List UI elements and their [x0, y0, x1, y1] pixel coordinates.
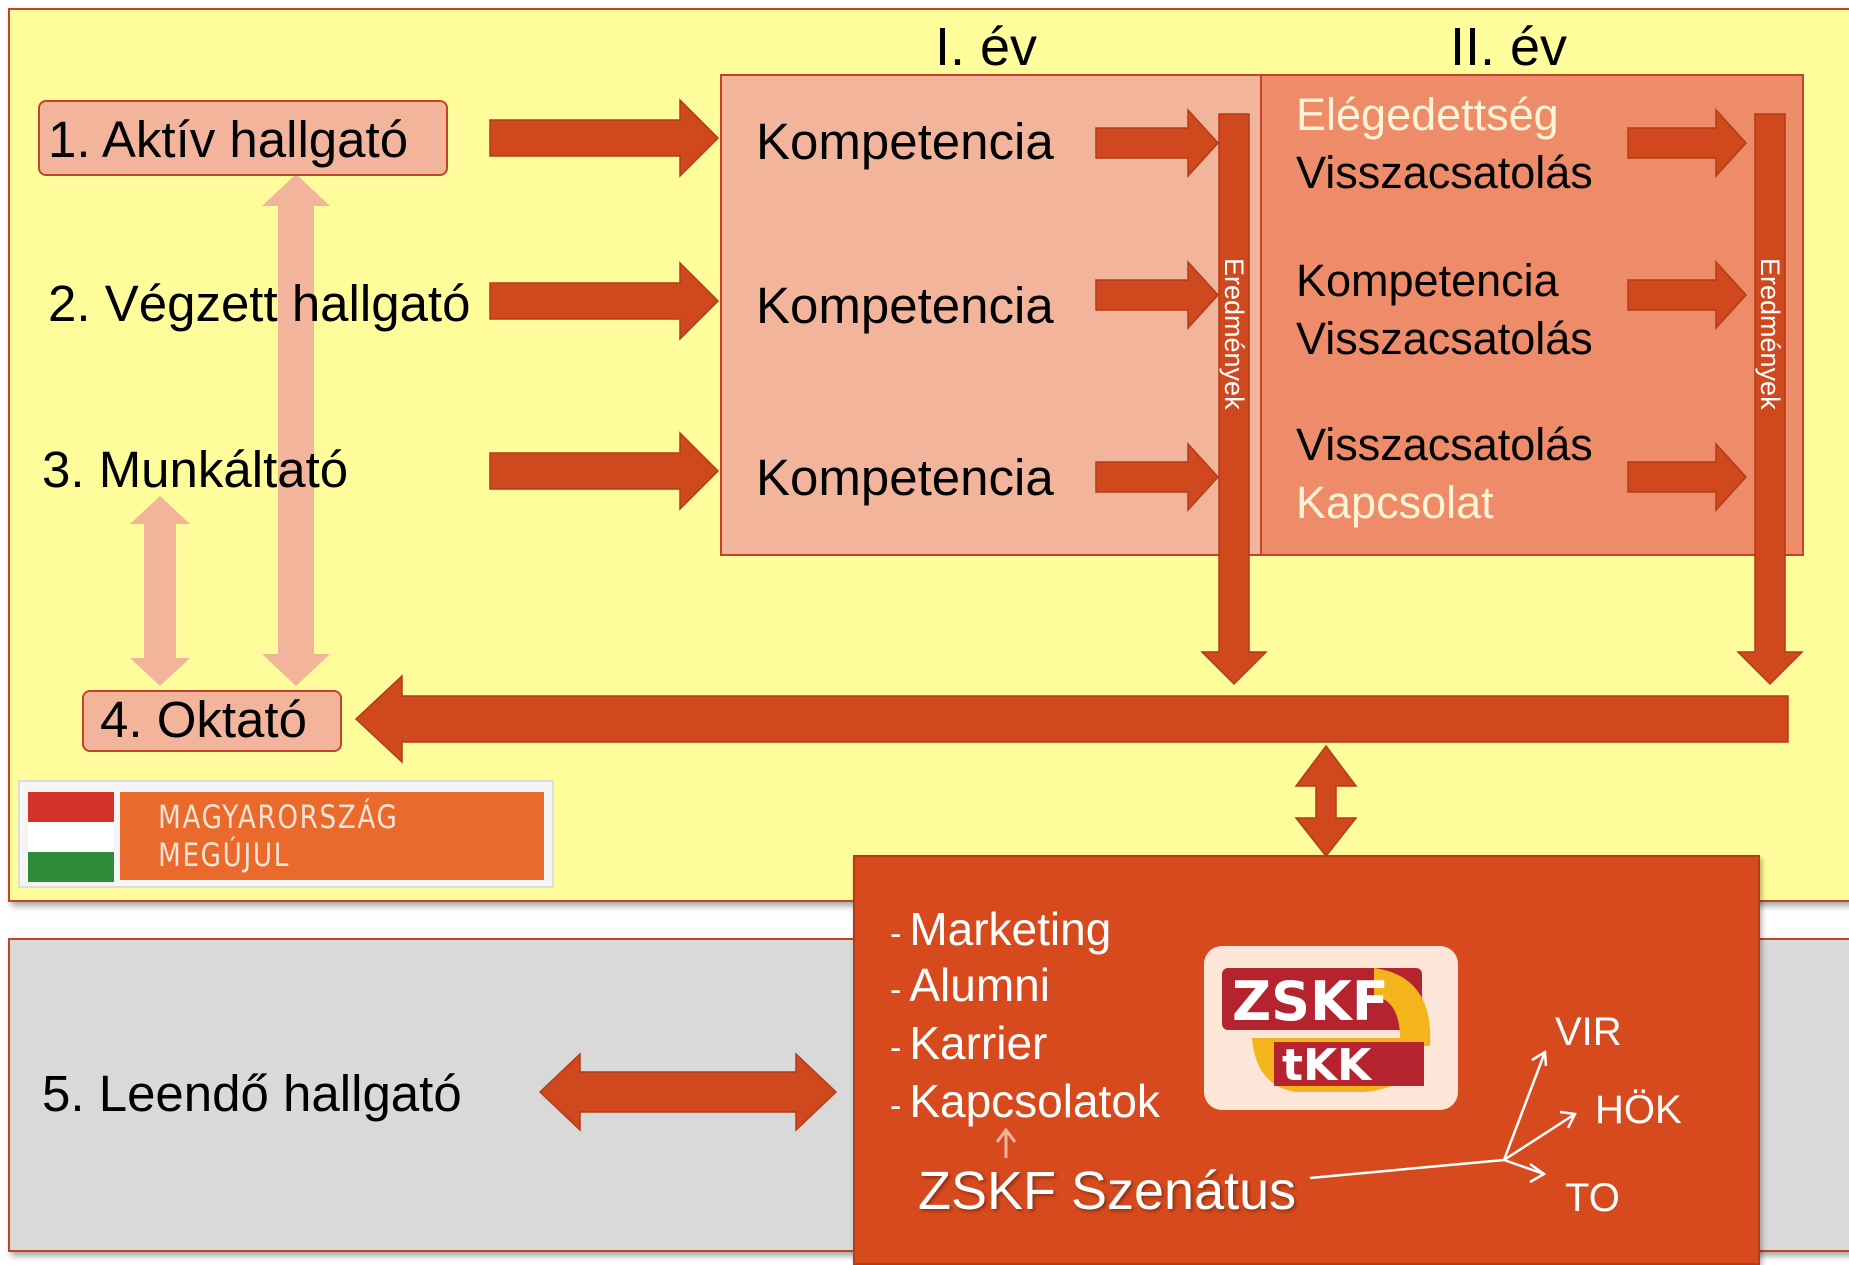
stakeholder-vegzett-hallgato: 2. Végzett hallgató [48, 275, 471, 332]
branch-hok: HÖK [1595, 1088, 1682, 1132]
double-arrow-to-center [1294, 744, 1358, 858]
branch-to: TO [1565, 1176, 1620, 1220]
hungarian-flag-white-stripe [28, 822, 114, 852]
year1-item-2: Kompetencia [756, 277, 1054, 334]
year2-item-2-line2: Visszacsatolás [1296, 313, 1593, 364]
results-label-1: Eredmények [1219, 258, 1249, 410]
stakeholder-oktato: 4. Oktató [100, 691, 307, 748]
arrow-s2-to-year1 [489, 261, 720, 341]
center-item-karrier: -Karrier [890, 1020, 1047, 1066]
hungarian-flag-green-stripe [28, 852, 114, 882]
year1-item-1: Kompetencia [756, 113, 1054, 170]
bullet-dash: - [890, 915, 902, 953]
double-arrow-leendo [538, 1052, 838, 1132]
aktiv-hallgato-box [38, 100, 448, 176]
year2-heading: II. év [1450, 17, 1568, 77]
results-arrow-1 [1200, 113, 1268, 686]
light-arrow-oktato-aktiv [262, 174, 330, 686]
center-item-label: Kapcsolatok [909, 1075, 1160, 1127]
arrow-y2-3-to-results [1627, 442, 1748, 512]
stakeholder-leendo-hallgato: 5. Leendő hallgató [42, 1065, 462, 1122]
light-arrow-oktato-munkaltato [130, 496, 190, 686]
senate-up-arrow [995, 1127, 1017, 1158]
year2-item-1-line1: Elégedettség [1296, 89, 1559, 140]
year2-item-3-line1: Visszacsatolás [1296, 419, 1593, 470]
year2-item-3-line2: Kapcsolat [1296, 477, 1494, 528]
feedback-arrow-to-oktato [354, 674, 1789, 764]
center-item-alumni: -Alumni [890, 962, 1050, 1008]
results-arrow-2 [1736, 113, 1804, 686]
branch-vir: VIR [1555, 1010, 1622, 1054]
center-item-kapcsolatok: -Kapcsolatok [890, 1078, 1160, 1124]
year2-item-1-line2: Visszacsatolás [1296, 147, 1593, 198]
bullet-dash: - [890, 1087, 902, 1125]
stakeholder-aktiv-hallgato: 1. Aktív hallgató [48, 111, 409, 168]
zskf-logo-graphic: ZSKF tKK [1222, 968, 1431, 1092]
center-item-label: Marketing [909, 903, 1112, 955]
year1-item-3: Kompetencia [756, 449, 1054, 506]
senate-branch-lines [1309, 1049, 1577, 1184]
arrow-y1-k1-to-results [1095, 108, 1220, 178]
year1-heading: I. év [935, 17, 1038, 77]
center-item-label: Karrier [909, 1017, 1048, 1069]
arrow-s3-to-year1 [489, 431, 720, 511]
center-item-label: Alumni [909, 959, 1050, 1011]
arrow-y2-2-to-results [1627, 260, 1748, 330]
arrow-y2-1-to-results [1627, 108, 1748, 178]
bullet-dash: - [890, 1029, 902, 1067]
arrow-s1-to-year1 [489, 98, 720, 178]
zskf-logo-text: ZSKF [1232, 970, 1389, 1033]
hungarian-flag-icon [28, 792, 114, 822]
stakeholder-munkaltato: 3. Munkáltató [42, 441, 349, 498]
logo-text-background [120, 792, 544, 880]
oktato-box [82, 690, 342, 752]
arrow-y1-k3-to-results [1095, 442, 1220, 512]
bullet-dash: - [890, 971, 902, 1009]
zskf-tkk-logo: ZSKF tKK [1204, 946, 1458, 1110]
results-label-2: Eredmények [1755, 258, 1785, 410]
logo-text: MAGYARORSZÁG MEGÚJUL [158, 798, 399, 874]
year2-item-2-line1: Kompetencia [1296, 255, 1559, 306]
zskf-szenatus-label: ZSKF Szenátus [918, 1161, 1297, 1221]
center-item-marketing: -Marketing [890, 906, 1111, 952]
arrow-y1-k2-to-results [1095, 260, 1220, 330]
tkk-logo-text: tKK [1282, 1040, 1373, 1091]
